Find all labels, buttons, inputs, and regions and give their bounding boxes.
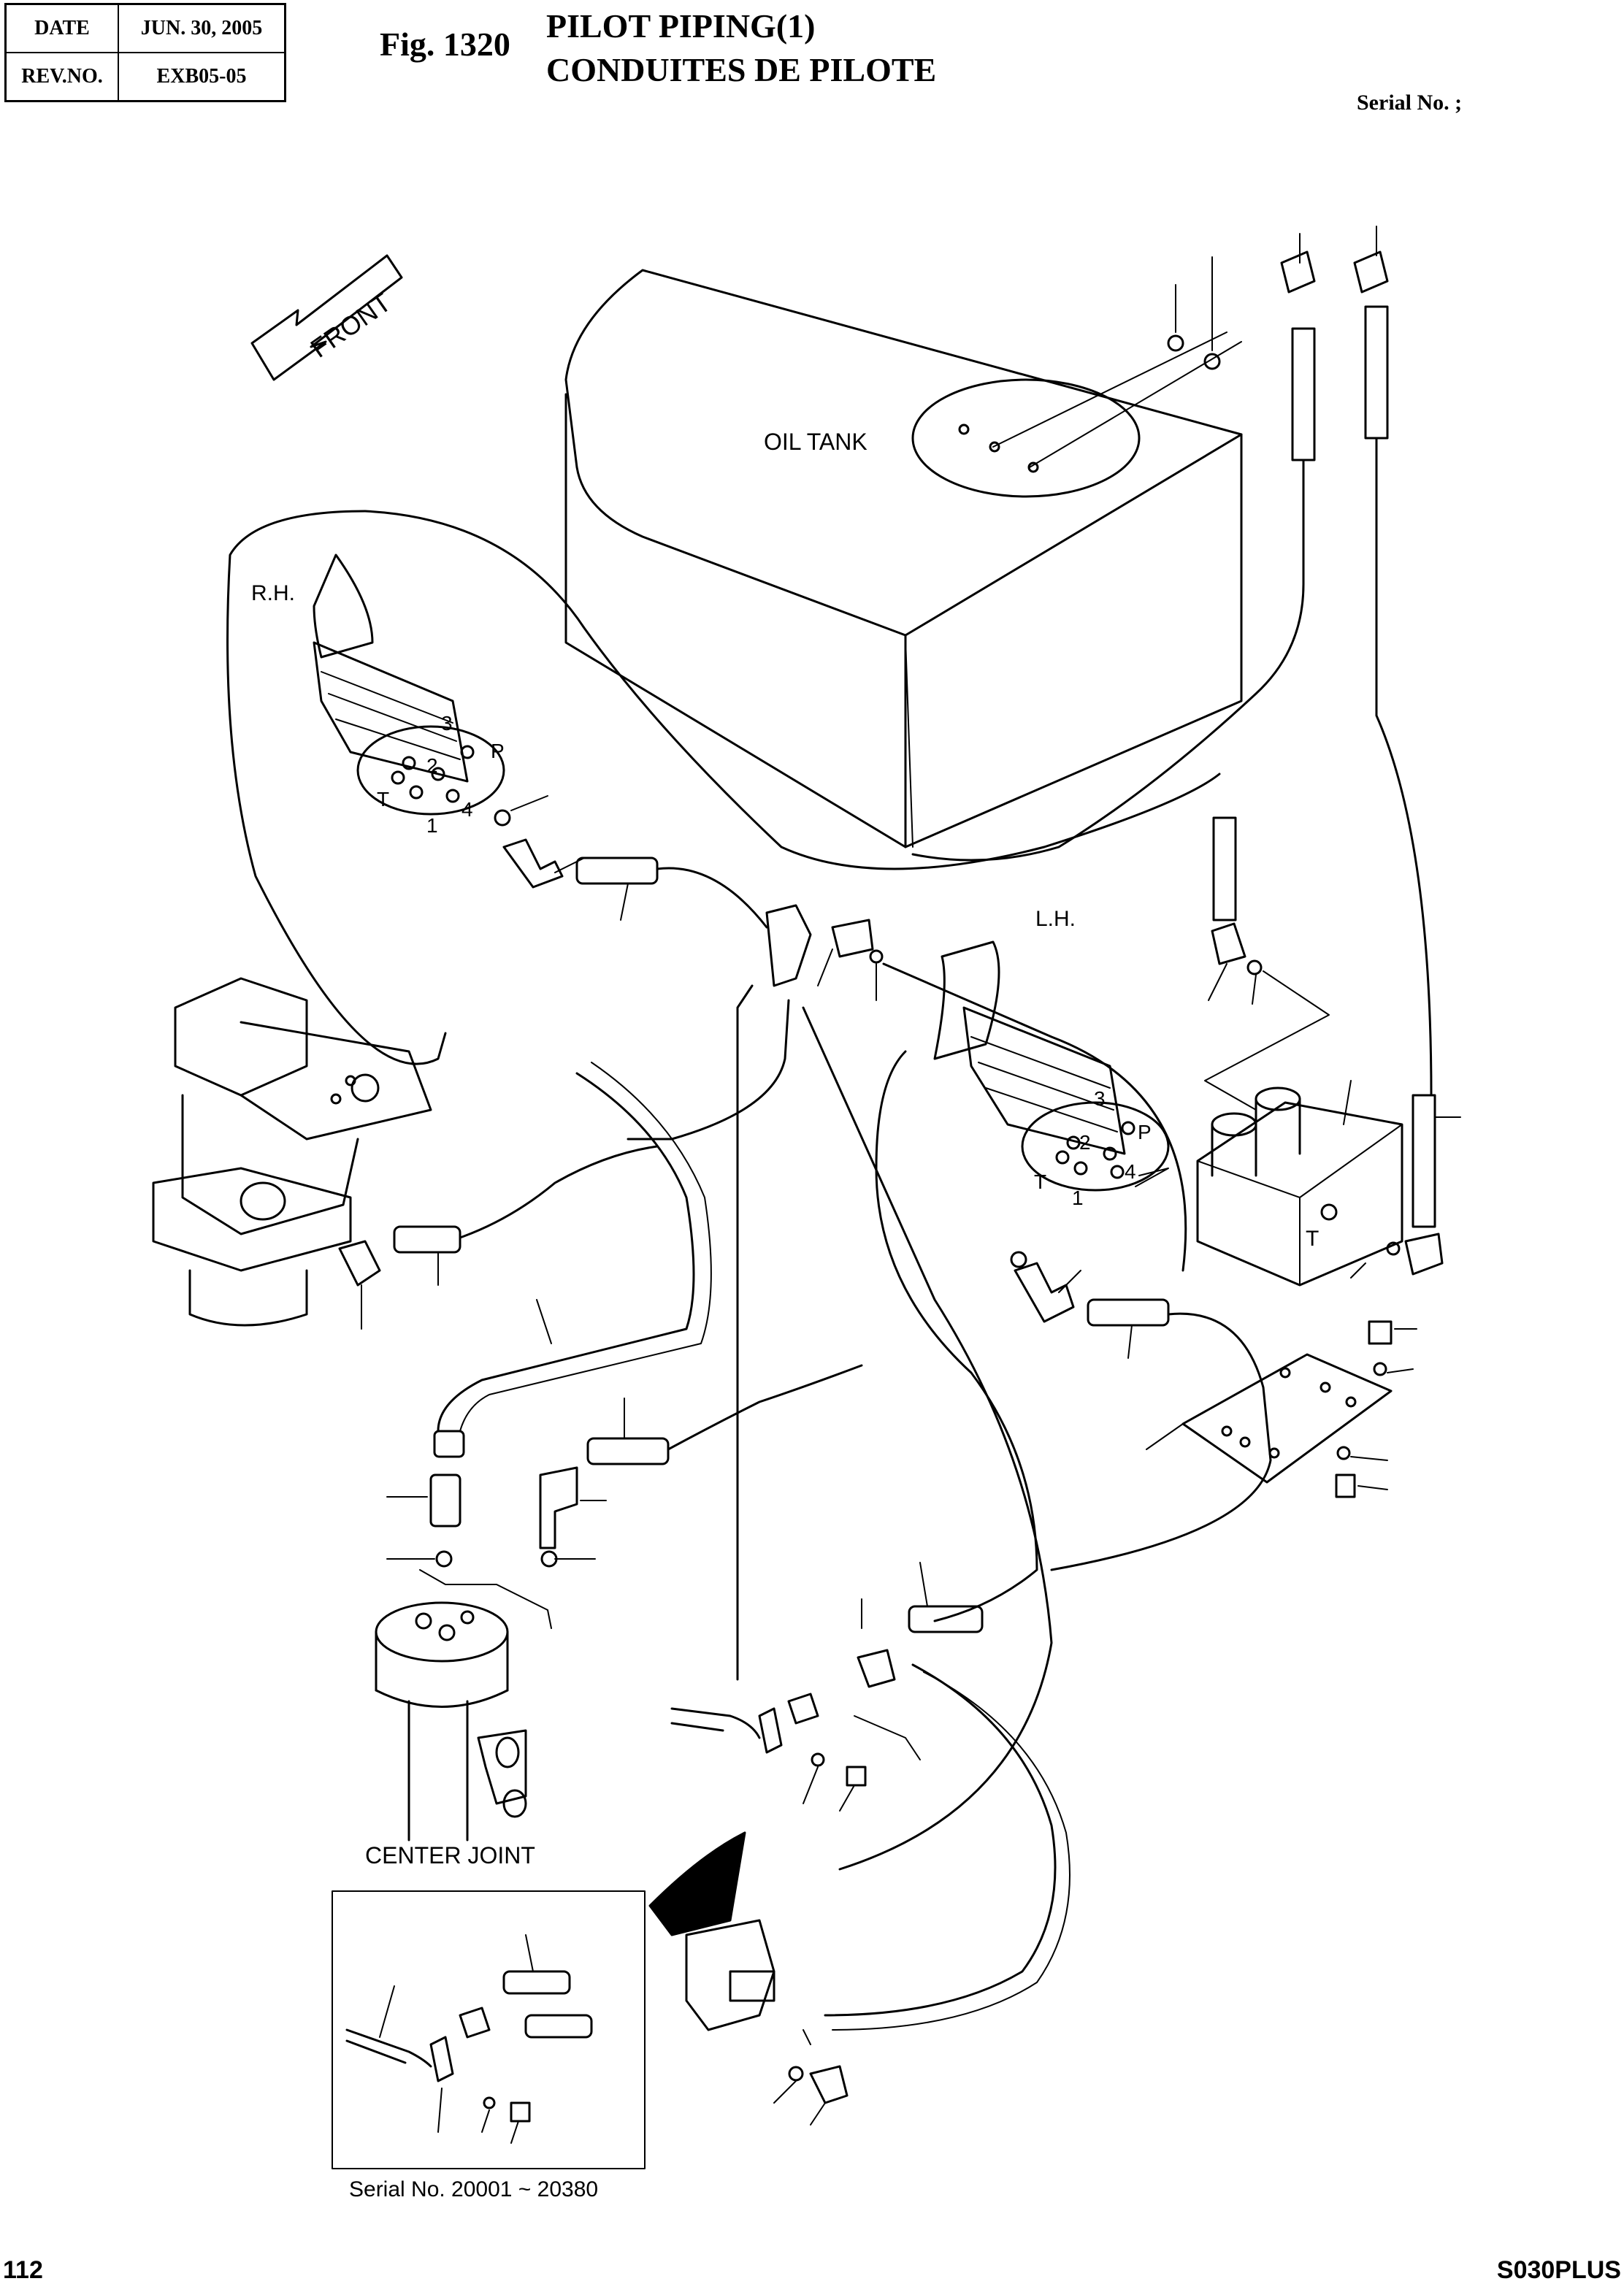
rh-label: R.H. [251,581,295,605]
lh-port-t: T [1034,1170,1046,1193]
page-number: 112 [3,2256,43,2284]
lh-upper-fitting [1204,816,1330,1111]
valve-port-t: T [1306,1227,1319,1251]
lh-label: L.H. [1035,907,1076,931]
central-tee-fitting [627,904,1187,1871]
lh-port-3: 3 [1094,1087,1106,1110]
title-english: PILOT PIPING(1) [546,7,816,45]
rh-pilot-valve: R.H. 3 2 P T 4 1 [226,510,1221,1065]
rh-port-4: 4 [461,798,473,821]
serial-number-label: Serial No. ; [1357,91,1463,115]
mounting-plate [1146,1320,1417,1498]
lower-tee-bracket [670,1562,984,1812]
rh-port-2: 2 [426,754,438,777]
center-joint-label: CENTER JOINT [365,1842,535,1869]
date-value: JUN. 30, 2005 [118,3,286,53]
rh-port-p: P [491,740,505,762]
rh-port-3: 3 [441,712,453,735]
front-label: FRONT [305,287,397,364]
inset-pointer [648,1831,746,1936]
model-code: S030PLUS [1496,2256,1621,2284]
lh-port-4: 4 [1125,1160,1136,1183]
lh-port-p: P [1138,1121,1152,1143]
lh-port-1: 1 [1072,1187,1084,1209]
lh-pilot-valve: L.H. 3 2 P T 4 1 [875,907,1272,1622]
rev-label: REV.NO. [4,52,119,102]
solenoid-valve-block: T [1196,1080,1461,1287]
rh-port-t: T [377,788,389,810]
oil-tank-label: OIL TANK [764,429,867,455]
rev-value: EXB05-05 [118,52,286,102]
figure-number: Fig. 1320 [380,26,510,63]
lh-port-2: 2 [1079,1131,1091,1154]
pressure-switch [685,1919,849,2126]
lower-hose [824,1663,1070,2031]
rh-port-1: 1 [426,814,438,837]
revision-table: DATE JUN. 30, 2005 REV.NO. EXB05-05 [4,3,286,102]
title-french: CONDUITES DE PILOTE [546,51,937,88]
figure-title: PILOT PIPING(1) CONDUITES DE PILOTE [546,4,936,92]
tank-return-fittings [911,226,1433,1097]
front-arrow: FRONT [250,254,403,381]
oil-tank: OIL TANK [564,269,1243,848]
center-joint-hose [386,1062,863,1629]
date-label: DATE [4,3,119,53]
inset-detail-box [332,1890,646,2169]
center-joint: CENTER JOINT [365,1601,535,1869]
inset-serial-label: Serial No. 20001 ~ 20380 [349,2177,598,2201]
swing-motor [152,977,659,1330]
